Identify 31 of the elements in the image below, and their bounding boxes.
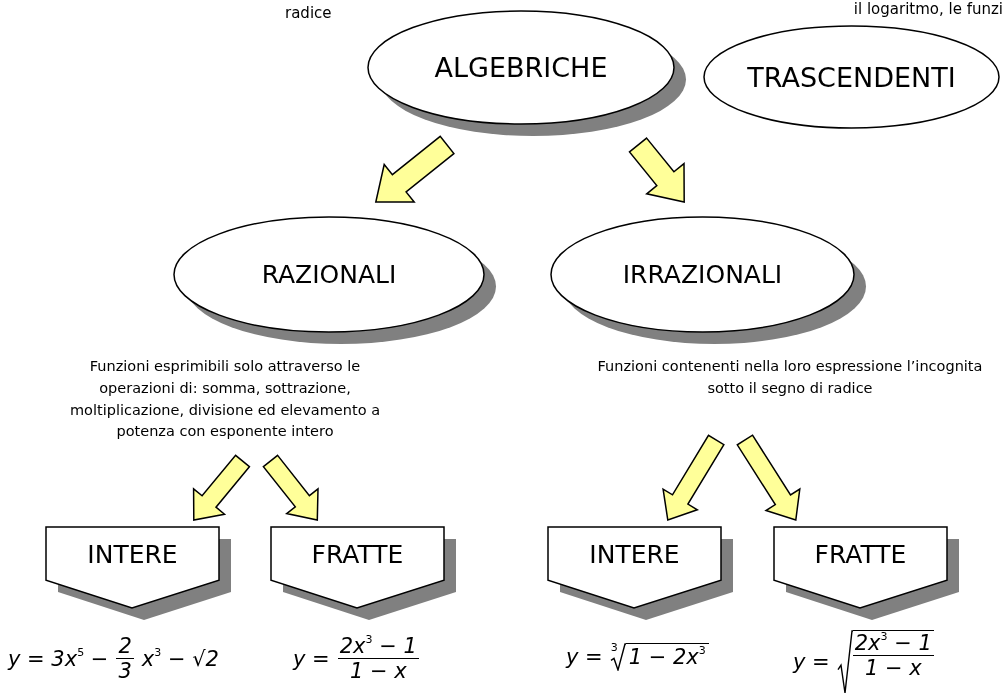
node-label: IRRAZIONALI: [622, 260, 783, 289]
fraction-numerator: 2: [116, 634, 134, 660]
block-arrow: [262, 454, 319, 521]
node-label: FRATTE: [814, 539, 907, 569]
root-index: 3: [610, 641, 618, 654]
fraction-denominator: 1 − x: [863, 656, 923, 681]
block-arrow: [374, 135, 455, 203]
fraction-numerator: 2x$^{3}$ − 1: [852, 630, 934, 657]
block-arrow: [662, 434, 725, 521]
formula-text: y =: [293, 646, 330, 671]
formula-text: x$^{3}$ − √2: [141, 646, 219, 672]
node-label: INTERE: [87, 539, 178, 569]
block-arrow: [736, 434, 801, 521]
node-label: RAZIONALI: [261, 260, 397, 289]
node-label: FRATTE: [311, 539, 404, 569]
formula-text: y = 3x$^{5}$ −: [8, 646, 109, 672]
fraction-denominator: 3: [117, 659, 133, 684]
formula-text: y =: [566, 645, 603, 669]
formula-text: y =: [793, 650, 830, 674]
fraction-numerator: 2x$^{3}$ − 1: [337, 634, 419, 660]
fraction-denominator: 1 − x: [348, 659, 408, 684]
description-text: Funzioni esprimibili solo attraverso le operazioni di: somma, sottrazione, moltiplicazione, divisione ed elevamento a potenza con esponente intero: [50, 356, 400, 443]
node-label: TRASCENDENTI: [747, 61, 956, 93]
radicand: 1 − 2x$^{3}$: [625, 643, 709, 671]
note-text: radice: [285, 4, 332, 22]
description-text: Funzioni contenenti nella loro espressione l’incognita sotto il segno di radice: [585, 356, 995, 400]
node-label: ALGEBRICHE: [434, 52, 608, 83]
block-arrow: [192, 454, 251, 521]
block-arrow: [628, 137, 685, 203]
note-text: il logaritmo, le funzi: [853, 0, 1003, 18]
node-label: INTERE: [589, 539, 680, 569]
